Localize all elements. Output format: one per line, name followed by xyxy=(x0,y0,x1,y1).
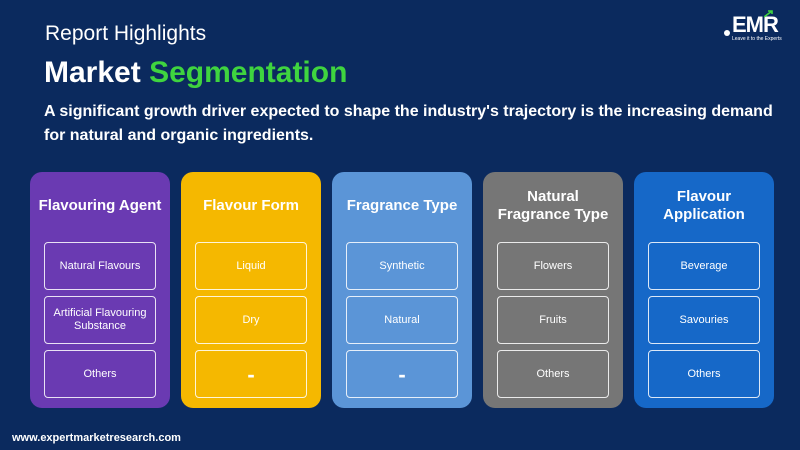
website-url: www.expertmarketresearch.com xyxy=(12,432,181,444)
card-flavour-application: Flavour Application Beverage Savouries O… xyxy=(634,172,774,408)
card-flavouring-agent: Flavouring Agent Natural Flavours Artifi… xyxy=(30,172,170,408)
segment-item: Others xyxy=(648,350,760,398)
title-part-market: Market xyxy=(44,56,141,89)
logo-text: EMR xyxy=(732,12,779,37)
card-title: Natural Fragrance Type xyxy=(497,188,609,223)
card-title: Flavouring Agent xyxy=(38,197,162,214)
segment-item: Others xyxy=(497,350,609,398)
segment-item: - xyxy=(195,350,307,398)
segment-item: Synthetic xyxy=(346,242,458,290)
report-highlights-heading: Report Highlights xyxy=(45,22,207,45)
arrow-icon xyxy=(764,10,773,18)
segment-item: - xyxy=(346,350,458,398)
segment-item: Dry xyxy=(195,296,307,344)
title-part-segmentation: Segmentation xyxy=(149,56,348,89)
logo-dot-icon xyxy=(724,30,730,36)
page-title: Market Segmentation xyxy=(44,56,347,90)
segment-item: Flowers xyxy=(497,242,609,290)
card-natural-fragrance-type: Natural Fragrance Type Flowers Fruits Ot… xyxy=(483,172,623,408)
card-fragrance-type: Fragrance Type Synthetic Natural - xyxy=(332,172,472,408)
segment-item: Fruits xyxy=(497,296,609,344)
segment-item: Artificial Flavouring Substance xyxy=(44,296,156,344)
emr-logo: EMR Leave it to the Experts xyxy=(724,10,786,44)
card-flavour-form: Flavour Form Liquid Dry - xyxy=(181,172,321,408)
segment-item: Liquid xyxy=(195,242,307,290)
segment-item: Others xyxy=(44,350,156,398)
logo-tagline: Leave it to the Experts xyxy=(732,36,782,42)
card-title: Flavour Form xyxy=(203,197,299,214)
card-title: Fragrance Type xyxy=(346,197,458,214)
segment-item: Natural Flavours xyxy=(44,242,156,290)
segment-item: Natural xyxy=(346,296,458,344)
description: A significant growth driver expected to … xyxy=(44,103,773,144)
card-title: Flavour Application xyxy=(663,188,745,223)
segment-item: Savouries xyxy=(648,296,760,344)
segment-item: Beverage xyxy=(648,242,760,290)
